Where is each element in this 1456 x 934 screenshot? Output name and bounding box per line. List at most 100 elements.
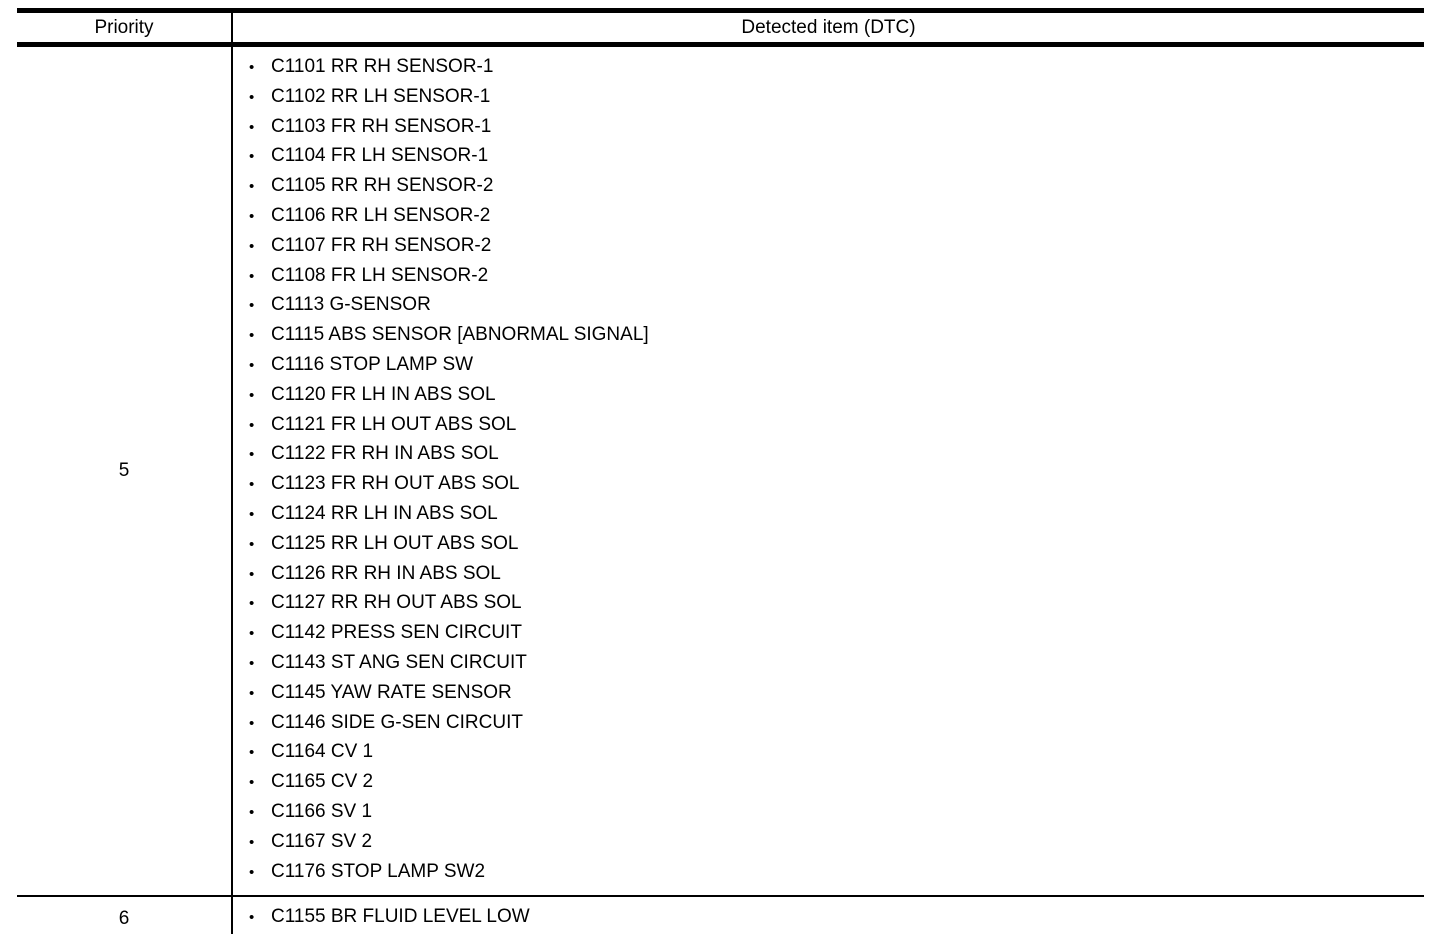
dtc-item: • C1102 RR LH SENSOR-1	[233, 83, 1424, 113]
dtc-list: • C1101 RR RH SENSOR-1 • C1102 RR LH SENSOR…	[233, 53, 1424, 887]
dtc-item-text: C1116 STOP LAMP SW	[271, 353, 474, 375]
dtc-item: • C1176 STOP LAMP SW2	[233, 858, 1424, 888]
bullet-marker: •	[249, 148, 255, 166]
dtc-item: • C1143 ST ANG SEN CIRCUIT	[233, 649, 1424, 679]
dtc-item: • C1145 YAW RATE SENSOR	[233, 679, 1424, 709]
dtc-item-text: C1176 STOP LAMP SW2	[271, 860, 486, 882]
dtc-item: • C1125 RR LH OUT ABS SOL	[233, 530, 1424, 560]
dtc-item: • C1113 G-SENSOR	[233, 291, 1424, 321]
dtc-item-text: C1102 RR LH SENSOR-1	[271, 85, 491, 107]
dtc-item-text: C1106 RR LH SENSOR-2	[271, 204, 491, 226]
dtc-priority-table: Priority Detected item (DTC) 5 • C1101 RR …	[17, 8, 1424, 934]
header-row: Priority Detected item (DTC)	[17, 10, 1424, 47]
dtc-item: • C1116 STOP LAMP SW	[233, 351, 1424, 381]
dtc-item: • C1126 RR RH IN ABS SOL	[233, 560, 1424, 590]
table-row: 6 • C1155 BR FLUID LEVEL LOW	[17, 895, 1424, 934]
dtc-item: • C1122 FR RH IN ABS SOL	[233, 440, 1424, 470]
bullet-marker: •	[249, 88, 255, 106]
dtc-item: • C1105 RR RH SENSOR-2	[233, 172, 1424, 202]
bullet-marker: •	[249, 178, 255, 196]
bullet-marker: •	[249, 803, 255, 821]
dtc-item: • C1124 RR LH IN ABS SOL	[233, 500, 1424, 530]
bullet-marker: •	[249, 595, 255, 613]
dtc-item-text: C1127 RR RH OUT ABS SOL	[271, 592, 522, 614]
dtc-item-text: C1101 RR RH SENSOR-1	[271, 56, 494, 77]
dtc-item-text: C1167 SV 2	[271, 830, 373, 852]
dtc-item-text: C1164 CV 1	[271, 741, 374, 763]
bullet-marker: •	[249, 386, 255, 404]
bullet-marker: •	[249, 565, 255, 583]
dtc-item-text: C1108 FR LH SENSOR-2	[271, 264, 489, 286]
bullet-marker: •	[249, 237, 255, 255]
detected-items-cell: • C1155 BR FLUID LEVEL LOW	[232, 895, 1424, 934]
dtc-item: • C1167 SV 2	[233, 828, 1424, 858]
dtc-item-text: C1103 FR RH SENSOR-1	[271, 115, 492, 137]
dtc-item: • C1127 RR RH OUT ABS SOL	[233, 589, 1424, 619]
dtc-item: • C1123 FR RH OUT ABS SOL	[233, 470, 1424, 500]
table-body: 5 • C1101 RR RH SENSOR-1 • C1102 RR LH SENSO…	[17, 44, 1424, 934]
dtc-item-text: C1165 CV 2	[271, 771, 374, 793]
dtc-item: • C1107 FR RH SENSOR-2	[233, 232, 1424, 262]
bullet-marker: •	[249, 505, 255, 523]
bullet-marker: •	[249, 267, 255, 285]
bullet-marker: •	[249, 744, 255, 762]
bullet-marker: •	[249, 684, 255, 702]
dtc-item-text: C1143 ST ANG SEN CIRCUIT	[271, 651, 527, 673]
dtc-item-text: C1120 FR LH IN ABS SOL	[271, 383, 496, 405]
dtc-item: • C1106 RR LH SENSOR-2	[233, 202, 1424, 232]
bullet-marker: •	[249, 297, 255, 315]
dtc-item-text: C1125 RR LH OUT ABS SOL	[271, 532, 519, 554]
dtc-item: • C1101 RR RH SENSOR-1	[233, 53, 1424, 83]
dtc-item: • C1142 PRESS SEN CIRCUIT	[233, 619, 1424, 649]
dtc-item: • C1166 SV 1	[233, 798, 1424, 828]
dtc-item: • C1146 SIDE G-SEN CIRCUIT	[233, 709, 1424, 739]
bullet-marker: •	[249, 535, 255, 553]
dtc-item: • C1155 BR FLUID LEVEL LOW	[233, 903, 1424, 933]
priority-cell: 6	[17, 895, 233, 934]
dtc-item-text: C1145 YAW RATE SENSOR	[271, 681, 512, 703]
dtc-item: • C1103 FR RH SENSOR-1	[233, 113, 1424, 143]
dtc-item: • C1115 ABS SENSOR [ABNORMAL SIGNAL]	[233, 321, 1424, 351]
bullet-marker: •	[249, 446, 255, 464]
bullet-marker: •	[249, 654, 255, 672]
bullet-marker: •	[249, 909, 255, 927]
dtc-item-text: C1146 SIDE G-SEN CIRCUIT	[271, 711, 523, 733]
bullet-marker: •	[249, 476, 255, 494]
dtc-item-text: C1166 SV 1	[271, 800, 373, 822]
bullet-marker: •	[249, 714, 255, 732]
bullet-marker: •	[249, 207, 255, 225]
priority-cell: 5	[17, 44, 233, 897]
dtc-item-text: C1122 FR RH IN ABS SOL	[271, 443, 499, 465]
dtc-item-text: C1104 FR LH SENSOR-1	[271, 145, 489, 167]
bullet-marker: •	[249, 59, 255, 76]
dtc-item-text: C1155 BR FLUID LEVEL LOW	[271, 906, 530, 928]
dtc-item: •C1121 FR LH OUT ABS SOL	[233, 411, 1424, 441]
dtc-item-text: C1113 G-SENSOR	[271, 294, 431, 316]
dtc-item-text: C1115 ABS SENSOR [ABNORMAL SIGNAL]	[271, 324, 649, 346]
dtc-item-text: C1121 FR LH OUT ABS SOL	[271, 413, 517, 435]
dtc-item-text: C1107 FR RH SENSOR-2	[271, 234, 492, 256]
dtc-item: • C1108 FR LH SENSOR-2	[233, 262, 1424, 292]
dtc-item: • C1165 CV 2	[233, 768, 1424, 798]
bullet-marker: •	[249, 356, 255, 374]
detected-item-column-header: Detected item (DTC)	[232, 10, 1424, 47]
dtc-item-text: C1105 RR RH SENSOR-2	[271, 175, 494, 197]
dtc-list: • C1155 BR FLUID LEVEL LOW	[233, 903, 1424, 933]
detected-items-cell: • C1101 RR RH SENSOR-1 • C1102 RR LH SENSOR…	[232, 45, 1424, 897]
dtc-item-text: C1142 PRESS SEN CIRCUIT	[271, 622, 522, 644]
dtc-item: • C1120 FR LH IN ABS SOL	[233, 381, 1424, 411]
dtc-item-text: C1123 FR RH OUT ABS SOL	[271, 473, 520, 495]
priority-column-header: Priority	[17, 10, 233, 47]
table-row: 5 • C1101 RR RH SENSOR-1 • C1102 RR LH SENSO…	[17, 44, 1424, 897]
bullet-marker: •	[249, 833, 255, 851]
dtc-item-text: C1124 RR LH IN ABS SOL	[271, 502, 498, 524]
dtc-item: • C1104 FR LH SENSOR-1	[233, 142, 1424, 172]
bullet-marker: •	[249, 625, 255, 643]
dtc-item: • C1164 CV 1	[233, 738, 1424, 768]
bullet-marker: •	[249, 118, 255, 136]
bullet-marker: •	[249, 774, 255, 792]
dtc-item-text: C1126 RR RH IN ABS SOL	[271, 562, 501, 584]
bullet-marker: •	[249, 327, 255, 345]
bullet-marker: •	[249, 863, 255, 881]
